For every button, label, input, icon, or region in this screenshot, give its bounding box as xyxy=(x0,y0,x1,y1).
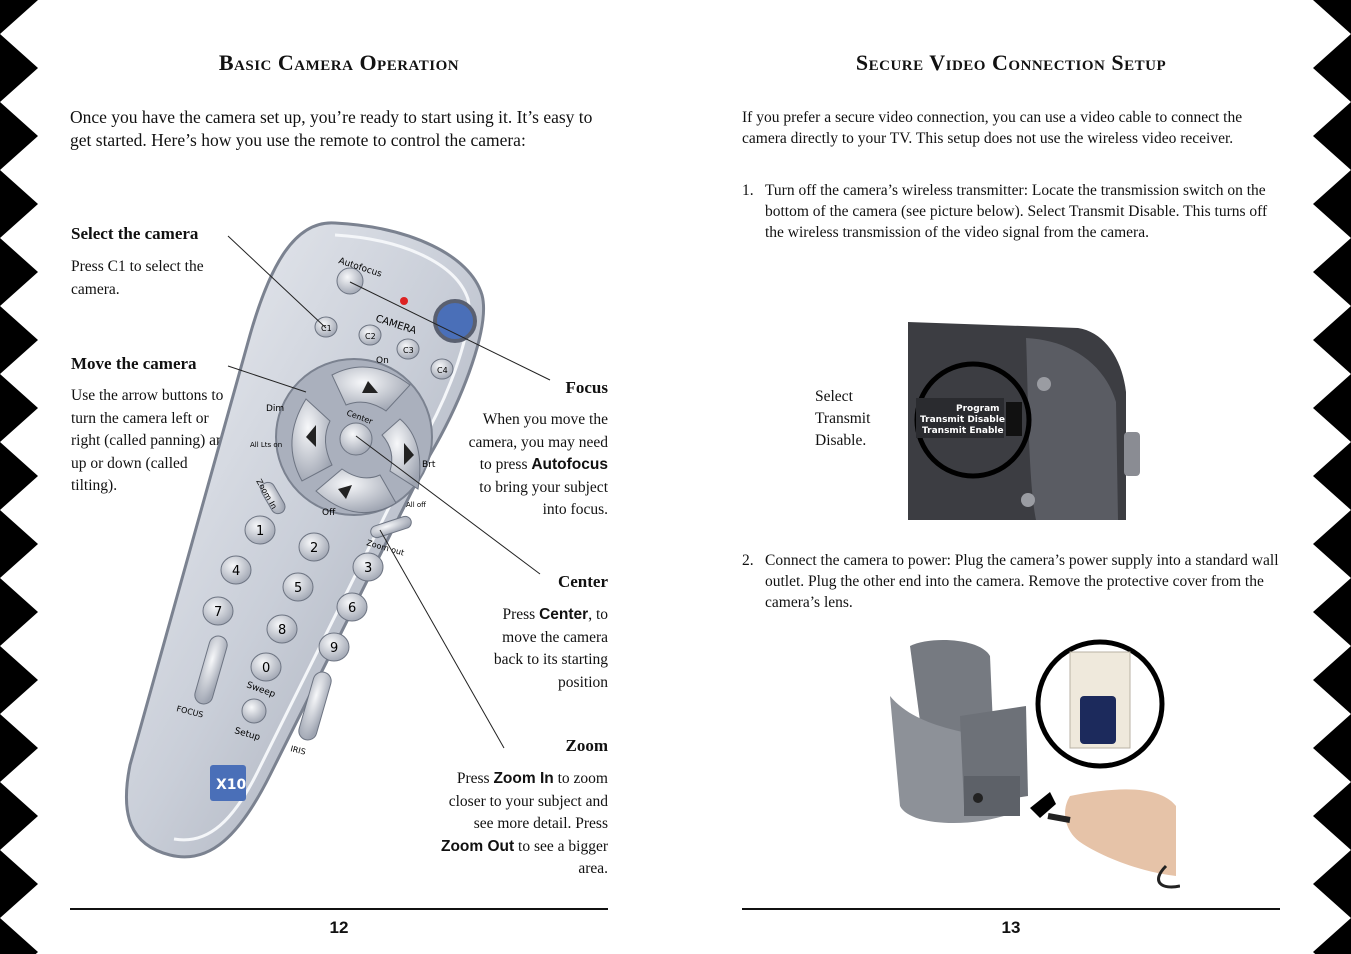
footer-rule xyxy=(70,908,608,910)
svg-text:Off: Off xyxy=(322,508,336,518)
zoom-out-keyword: Zoom Out xyxy=(440,837,515,855)
intro-paragraph-right: If you prefer a secure video connection,… xyxy=(742,109,1243,147)
center-heading: Center xyxy=(557,572,608,591)
digit-9-label: 9 xyxy=(330,641,338,656)
digit-0-label: 0 xyxy=(262,661,270,676)
direction-pad: Center xyxy=(275,358,433,516)
focus-heading: Focus xyxy=(565,378,609,397)
svg-text:C1: C1 xyxy=(321,324,332,333)
digit-8-button[interactable] xyxy=(266,614,298,644)
select-camera-text: Press C1 to select the camera. xyxy=(71,258,204,298)
left-zigzag-border xyxy=(0,0,38,954)
move-camera-text: Use the arrow buttons to turn the camera… xyxy=(71,387,232,494)
number-keypad: 1 2 3 4 5 6 7 8 9 0 xyxy=(202,515,384,682)
svg-text:Program: Program xyxy=(956,404,1000,414)
camera-bottom-photo: Program Transmit Disable Transmit Enable xyxy=(908,322,1140,520)
svg-text:X10: X10 xyxy=(216,777,247,793)
digit-9-button[interactable] xyxy=(318,632,350,662)
screw-icon xyxy=(1037,377,1051,391)
digit-3-label: 3 xyxy=(364,561,372,576)
page-number-right: 13 xyxy=(1001,918,1021,937)
digit-4-label: 4 xyxy=(232,564,240,579)
focus-rocker[interactable] xyxy=(193,634,230,706)
digit-1-button[interactable] xyxy=(244,515,276,545)
svg-text:Dim: Dim xyxy=(266,404,284,414)
intro-paragraph: Once you have the camera set up, you’re … xyxy=(70,107,593,150)
center-button[interactable] xyxy=(339,422,373,456)
autofocus-keyword: Autofocus xyxy=(531,456,608,473)
digit-6-button[interactable] xyxy=(336,592,368,622)
svg-text:Transmit Enable: Transmit Enable xyxy=(922,426,1004,436)
center-keyword: Center xyxy=(539,606,589,623)
digit-7-label: 7 xyxy=(214,605,222,620)
power-button[interactable] xyxy=(433,299,477,343)
center-text: Press Center, to move the camera back to… xyxy=(493,606,608,691)
left-page: Basic Camera Operation Once you have the… xyxy=(70,0,608,954)
hand xyxy=(1065,789,1176,876)
remote-control-illustration: Autofocus CAMERA C1 C2 C3 C4 Center On D… xyxy=(124,221,485,859)
x10-logo xyxy=(210,765,246,801)
zoom-heading: Zoom xyxy=(565,736,609,755)
zoom-text: Press Zoom In to zoom closer to your sub… xyxy=(440,770,608,877)
step-2: 2. Connect the camera to power: Plug the… xyxy=(742,552,1279,611)
digit-8-label: 8 xyxy=(278,623,286,638)
digit-0-button[interactable] xyxy=(250,652,282,682)
zoom-in-button[interactable] xyxy=(258,480,287,516)
up-arrow-icon xyxy=(362,381,378,393)
svg-text:Brt: Brt xyxy=(422,460,436,470)
power-adapter xyxy=(1080,696,1116,744)
select-transmit-disable-caption: Select Transmit Disable. xyxy=(815,388,871,449)
digit-2-label: 2 xyxy=(310,541,318,556)
down-arrow-icon xyxy=(338,485,352,499)
svg-text:Transmit Disable: Transmit Disable xyxy=(920,415,1005,425)
page-title-secure-video-connection-setup: Secure Video Connection Setup xyxy=(855,50,1167,75)
step-1: 1. Turn off the camera’s wireless transm… xyxy=(742,182,1268,241)
screw-icon xyxy=(1021,493,1035,507)
svg-text:On: On xyxy=(376,356,389,366)
indicator-led xyxy=(400,297,408,305)
digit-4-button[interactable] xyxy=(220,555,252,585)
digit-6-label: 6 xyxy=(348,601,356,616)
move-camera-heading: Move the camera xyxy=(71,354,197,373)
camera-power-photo xyxy=(880,636,1180,892)
page-title-basic-camera-operation: Basic Camera Operation xyxy=(218,50,460,75)
digit-5-button[interactable] xyxy=(282,572,314,602)
select-camera-heading: Select the camera xyxy=(71,224,199,243)
svg-text:C2: C2 xyxy=(365,332,376,341)
svg-text:All off: All off xyxy=(406,501,426,509)
svg-text:All Lts on: All Lts on xyxy=(250,441,282,449)
setup-button[interactable] xyxy=(241,698,267,724)
camera-port-icon xyxy=(973,793,983,803)
iris-rocker[interactable] xyxy=(297,670,334,742)
digit-1-label: 1 xyxy=(256,524,264,539)
page-number: 12 xyxy=(329,918,349,937)
plug-arrow-icon xyxy=(1030,792,1056,818)
left-arrow-icon xyxy=(306,425,316,447)
digit-2-button[interactable] xyxy=(298,532,330,562)
svg-text:IRIS: IRIS xyxy=(290,744,307,756)
svg-text:C4: C4 xyxy=(437,366,448,375)
transmit-switch[interactable] xyxy=(1006,402,1022,436)
footer-rule-right xyxy=(742,908,1280,910)
svg-text:C3: C3 xyxy=(403,346,414,355)
digit-5-label: 5 xyxy=(294,581,302,596)
right-zigzag-border xyxy=(1313,0,1351,954)
digit-7-button[interactable] xyxy=(202,596,234,626)
right-page: Secure Video Connection Setup If you pre… xyxy=(742,0,1280,954)
zoom-in-keyword: Zoom In xyxy=(493,770,554,787)
